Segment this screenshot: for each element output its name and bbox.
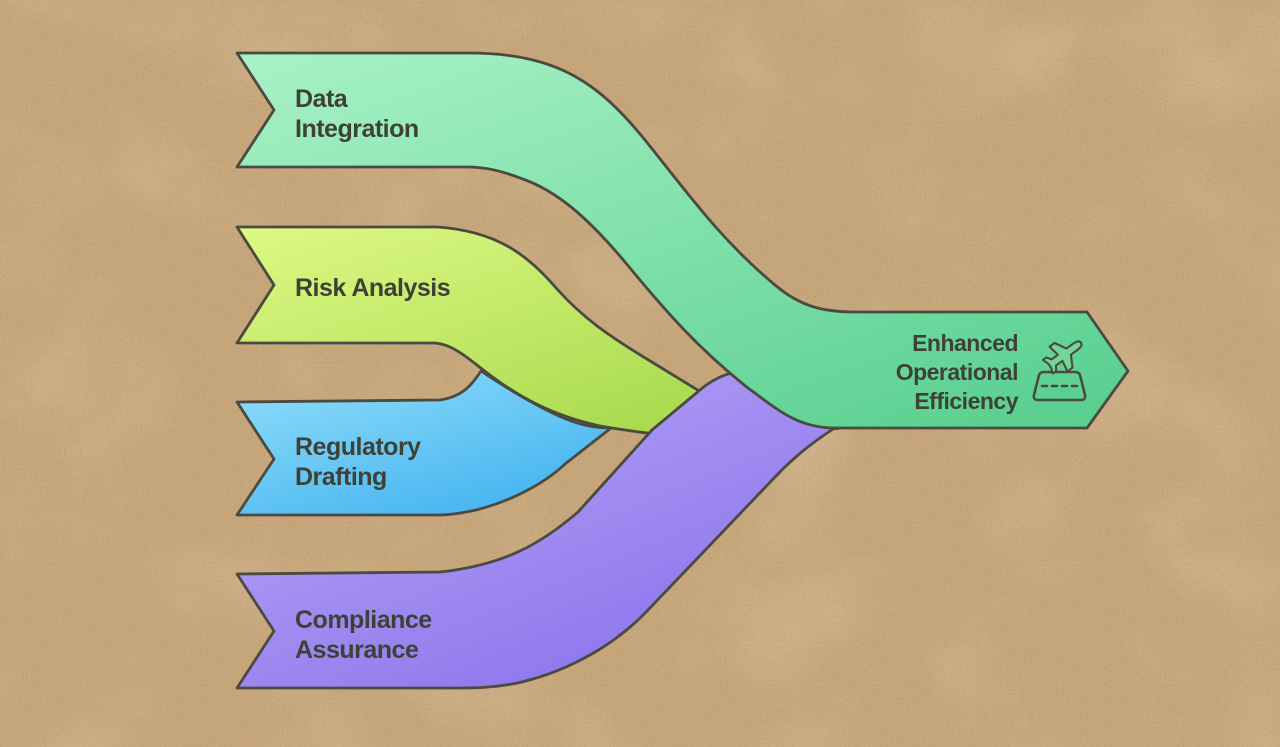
label-output-line2: Operational	[896, 359, 1018, 385]
label-risk-analysis: Risk Analysis	[295, 274, 450, 302]
label-regulatory-drafting-line2: Drafting	[295, 463, 387, 491]
ribbon-data-integration-output	[235, 51, 1130, 430]
label-data-integration-line1: Data	[295, 85, 349, 113]
label-output-line3: Efficiency	[914, 388, 1018, 414]
label-data-integration-line2: Integration	[295, 115, 419, 143]
label-group: Data Integration Risk Analysis Regulator…	[295, 85, 1019, 664]
flight-takeoff-icon	[1032, 340, 1087, 402]
label-compliance-assurance-line1: Compliance	[295, 606, 432, 634]
label-compliance-assurance-line2: Assurance	[295, 636, 419, 664]
ribbon-group	[235, 51, 1130, 690]
label-regulatory-drafting-line1: Regulatory	[295, 433, 421, 461]
airplane-shape	[1041, 340, 1083, 375]
ribbon-compliance-assurance	[235, 368, 858, 690]
label-output-line1: Enhanced	[912, 330, 1018, 356]
runway-ramp-shape	[1032, 370, 1087, 402]
